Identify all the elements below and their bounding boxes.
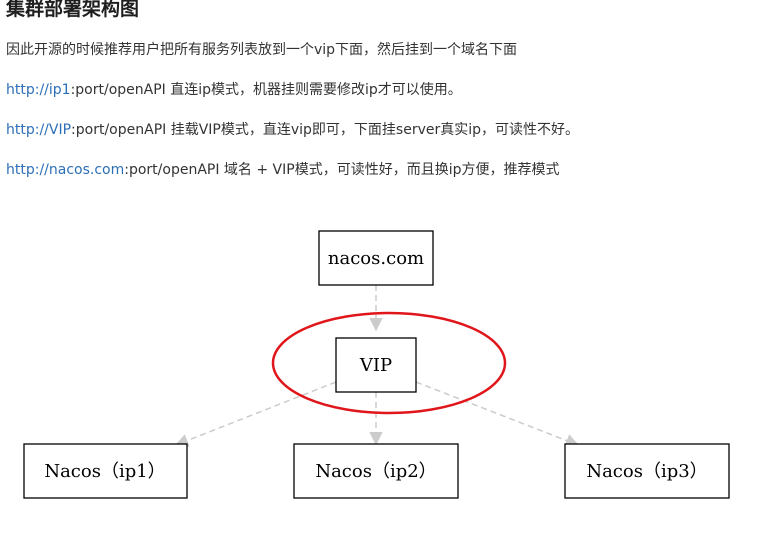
link-vip[interactable]: http://VIP — [6, 122, 72, 138]
paragraph-vip-text: :port/openAPI 挂载VIP模式，直连vip即可，下面挂server真… — [71, 122, 580, 138]
node-nacos-ip1-label: Nacos（ip1） — [44, 461, 165, 482]
paragraph-ip1-text: :port/openAPI 直连ip模式，机器挂则需要修改ip才可以使用。 — [70, 82, 462, 98]
paragraph-domain-text: :port/openAPI 域名 + VIP模式，可读性好，而且换ip方便，推荐… — [124, 162, 560, 178]
node-nacos-ip2-box — [293, 443, 459, 499]
node-nacos-ip3-box — [564, 443, 730, 499]
node-vip-label: VIP — [359, 355, 392, 376]
paragraph-ip1-mode: http://ip1:port/openAPI 直连ip模式，机器挂则需要修改i… — [6, 80, 462, 100]
paragraph-domain-mode: http://nacos.com:port/openAPI 域名 + VIP模式… — [6, 160, 559, 180]
paragraph-vip-mode: http://VIP:port/openAPI 挂载VIP模式，直连vip即可，… — [6, 120, 579, 140]
edge-vip-to-ip1 — [174, 381, 337, 447]
node-nacos-com-label: nacos.com — [328, 248, 424, 269]
section-heading: 集群部署架构图 — [6, 0, 140, 20]
edge-vip-to-ip3 — [415, 381, 580, 447]
link-nacos-com[interactable]: http://nacos.com — [6, 162, 125, 178]
intro-paragraph: 因此开源的时候推荐用户把所有服务列表放到一个vip下面，然后挂到一个域名下面 — [6, 42, 518, 58]
node-nacos-ip1-box — [23, 443, 188, 499]
node-nacos-ip2-label: Nacos（ip2） — [315, 461, 436, 482]
node-nacos-ip3-label: Nacos（ip3） — [586, 461, 707, 482]
node-nacos-com-box — [318, 230, 434, 286]
vip-highlight-ellipse — [271, 311, 507, 415]
node-vip-box — [335, 337, 417, 393]
link-ip1[interactable]: http://ip1 — [6, 82, 71, 98]
